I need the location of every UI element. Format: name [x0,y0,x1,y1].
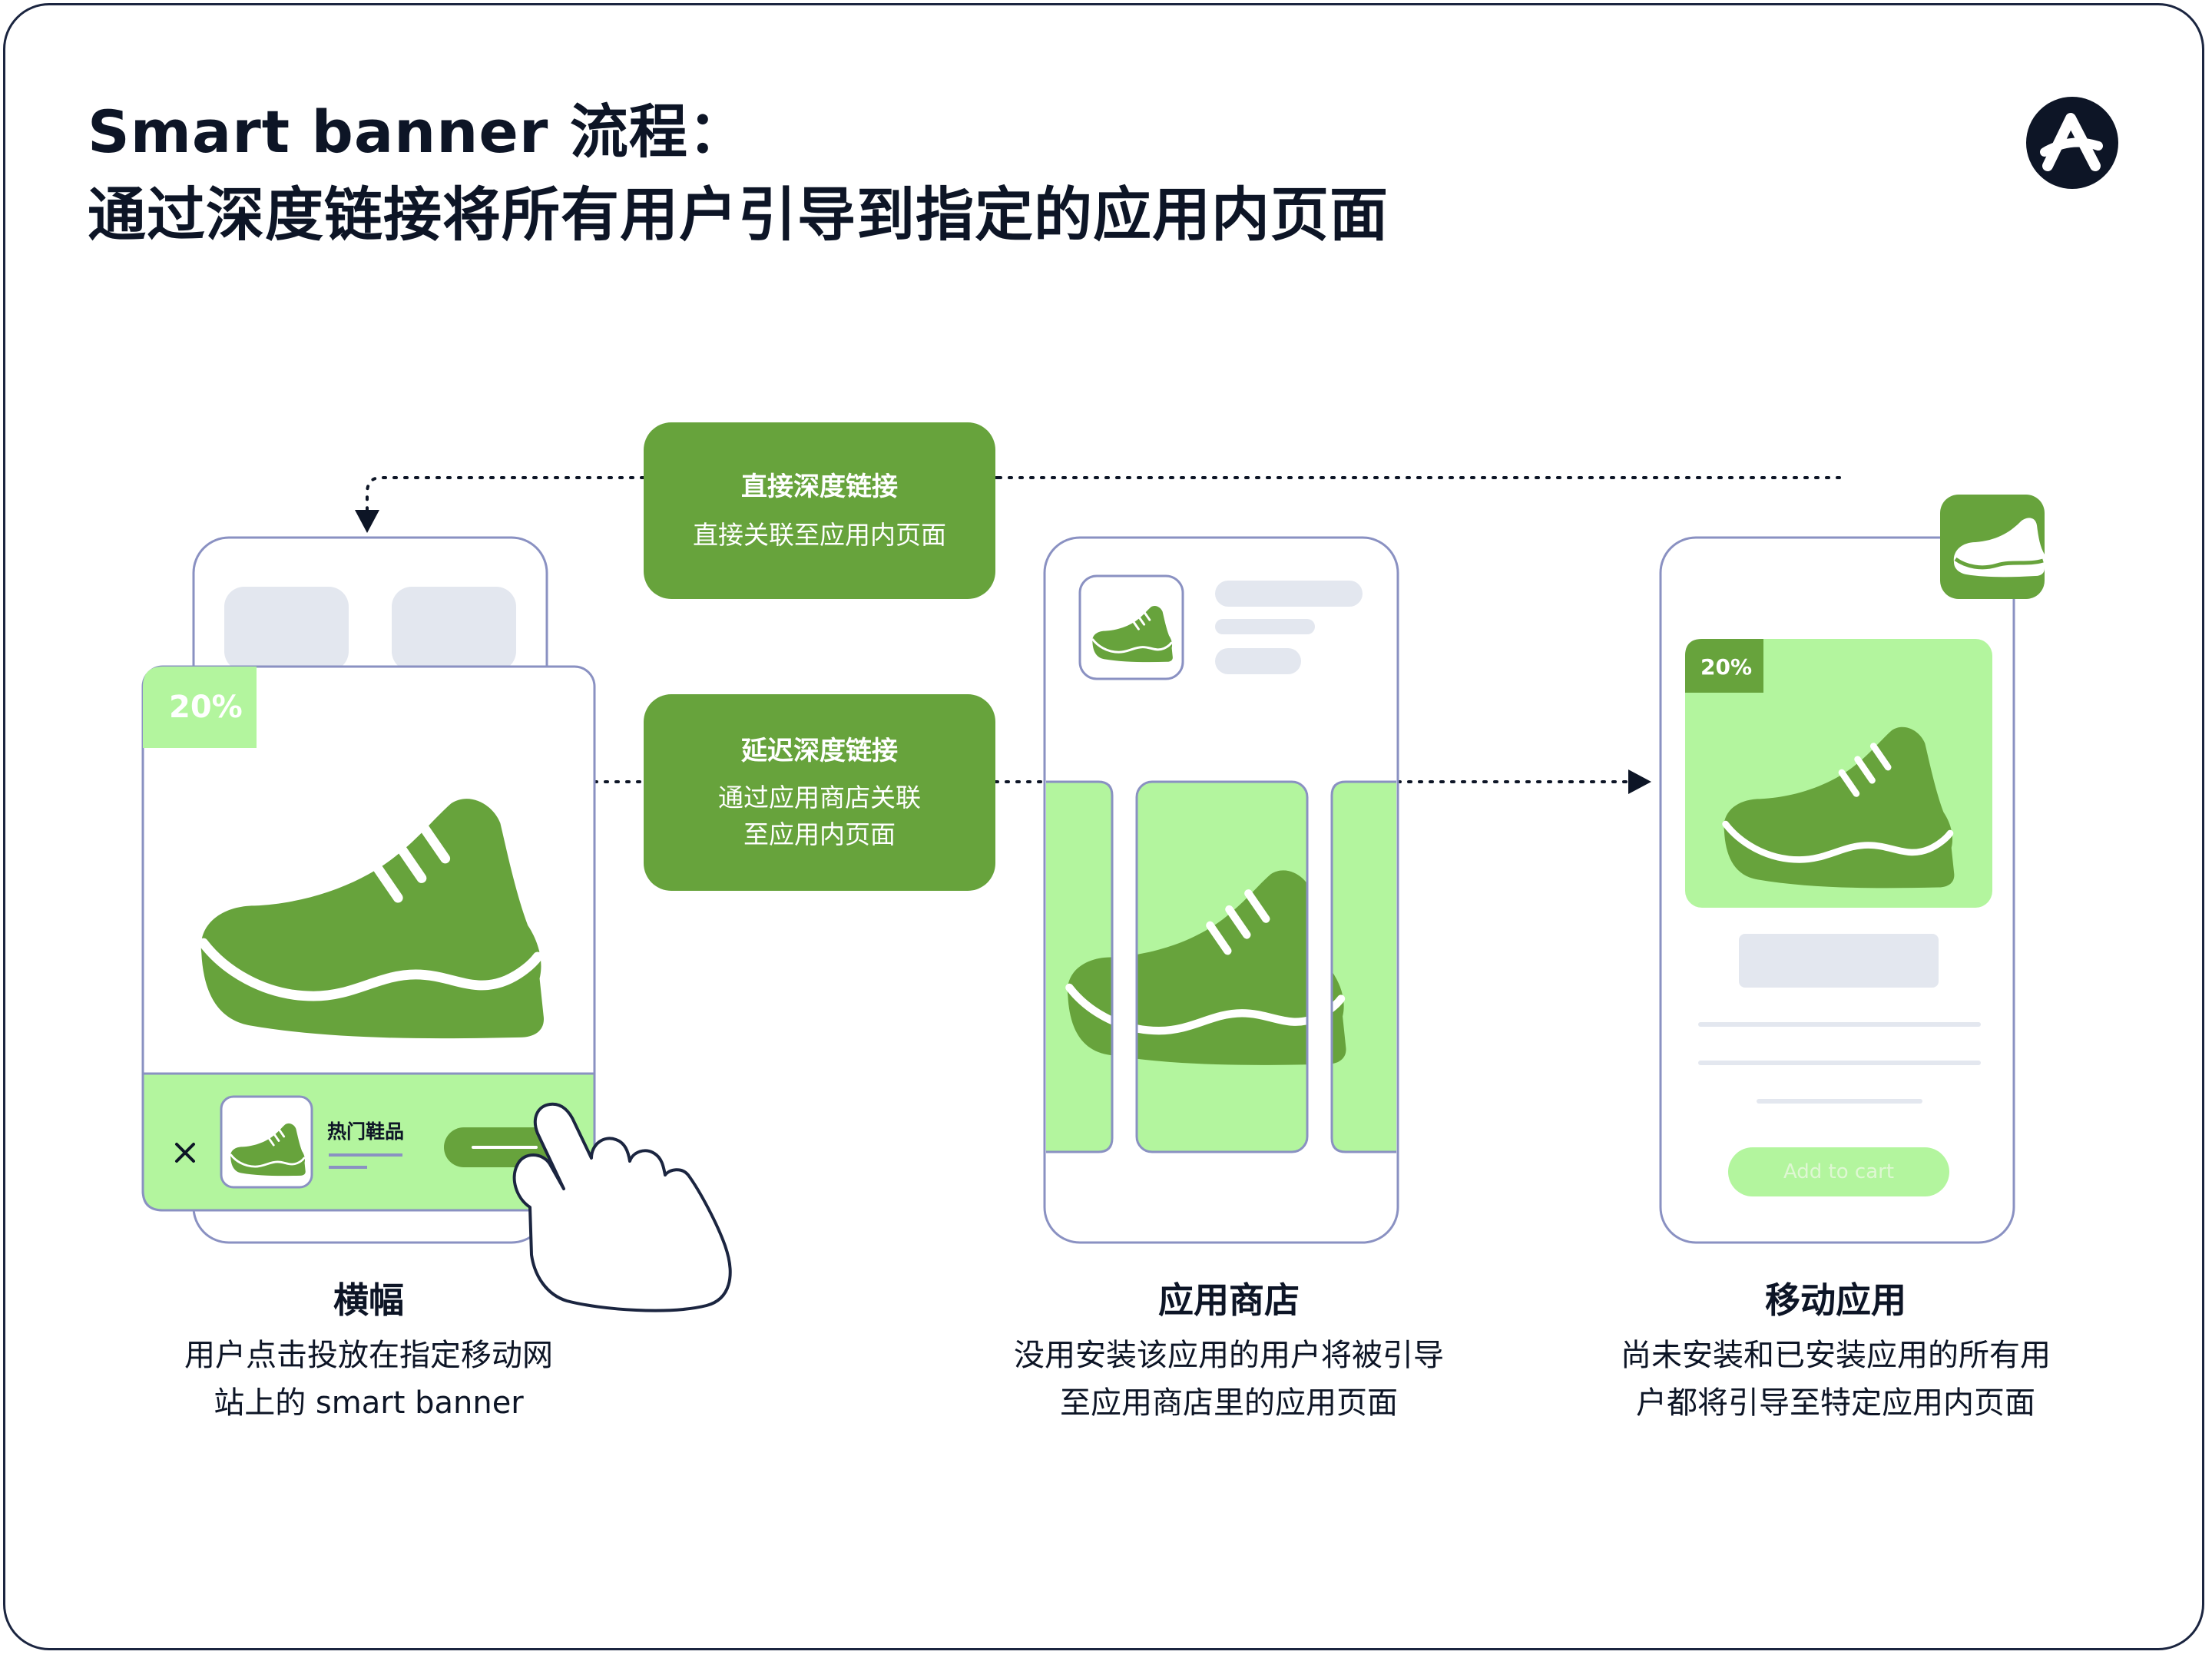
add-to-cart-button[interactable]: Add to cart [1728,1147,1949,1196]
placeholder-bar [1215,619,1315,634]
caption-app-line-1: 尚未安装和已安装应用的所有用 [1621,1338,2051,1373]
caption-store-heading: 应用商店 [1158,1279,1300,1321]
caption-banner-line-2: 站上的 smart banner [214,1385,524,1421]
arrow-icon [1628,769,1651,794]
direct-deep-link-label: 直接深度链接 直接关联至应用内页面 [644,422,995,599]
page-title: Smart banner 流程： 通过深度链接将所有用户引导到指定的应用内页面 [88,91,1389,256]
placeholder-bar [1739,934,1939,988]
logo-icon [2026,97,2118,189]
caption-app-line-2: 户都将引导至特定应用内页面 [1636,1385,2035,1421]
caption-banner: 横幅 用户点击投放在指定移动网 站上的 smart banner [92,1273,645,1427]
caption-store: 应用商店 没用安装该应用的用户将被引导 至应用商店里的应用页面 [945,1273,1513,1427]
title-line-2: 通过深度链接将所有用户引导到指定的应用内页面 [88,180,1389,249]
arrow-icon [355,510,379,533]
screenshot-carousel[interactable] [1045,780,1398,1153]
banner-discount-text: 20% [169,690,243,725]
shoe-icon [1953,518,2045,577]
placeholder-bar [1215,648,1301,674]
deferred-deep-link-label: 延迟深度链接 通过应用商店关联 至应用内页面 [644,694,995,891]
banner-product-name: 热门鞋品 [327,1120,405,1143]
app-discount-text: 20% [1700,654,1753,680]
direct-link-title: 直接深度链接 [741,472,898,502]
direct-link-subtitle: 直接关联至应用内页面 [693,520,946,550]
placeholder-bar [1215,581,1363,607]
title-line-1: Smart banner 流程： [88,98,747,166]
deferred-link-subtitle-2: 至应用内页面 [743,819,896,849]
discount-badge [143,667,257,748]
caption-store-line-1: 没用安装该应用的用户将被引导 [1014,1338,1444,1373]
caption-banner-heading: 横幅 [333,1279,404,1321]
deferred-link-subtitle-1: 通过应用商店关联 [718,783,921,812]
placeholder-tile [392,587,516,671]
deferred-link-title: 延迟深度链接 [741,736,898,766]
discount-badge [1685,639,1763,693]
hand-pointer-icon [512,1102,732,1312]
caption-banner-line-1: 用户点击投放在指定移动网 [184,1338,553,1373]
caption-app: 移动应用 尚未安装和已安装应用的所有用 户都将引导至特定应用内页面 [1559,1273,2112,1427]
placeholder-tile [224,587,349,671]
caption-store-line-2: 至应用商店里的应用页面 [1060,1385,1398,1421]
close-icon[interactable] [175,1143,195,1163]
caption-app-heading: 移动应用 [1765,1279,1906,1321]
